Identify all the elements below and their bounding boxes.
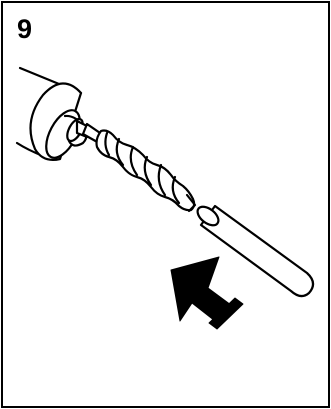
drill-bit-icon [81,122,197,213]
drill-chuck-icon [15,66,91,161]
step-number: 9 [17,14,33,44]
illustration [15,66,315,330]
wall-plug-icon [196,204,315,298]
insert-arrow-icon [170,256,244,330]
